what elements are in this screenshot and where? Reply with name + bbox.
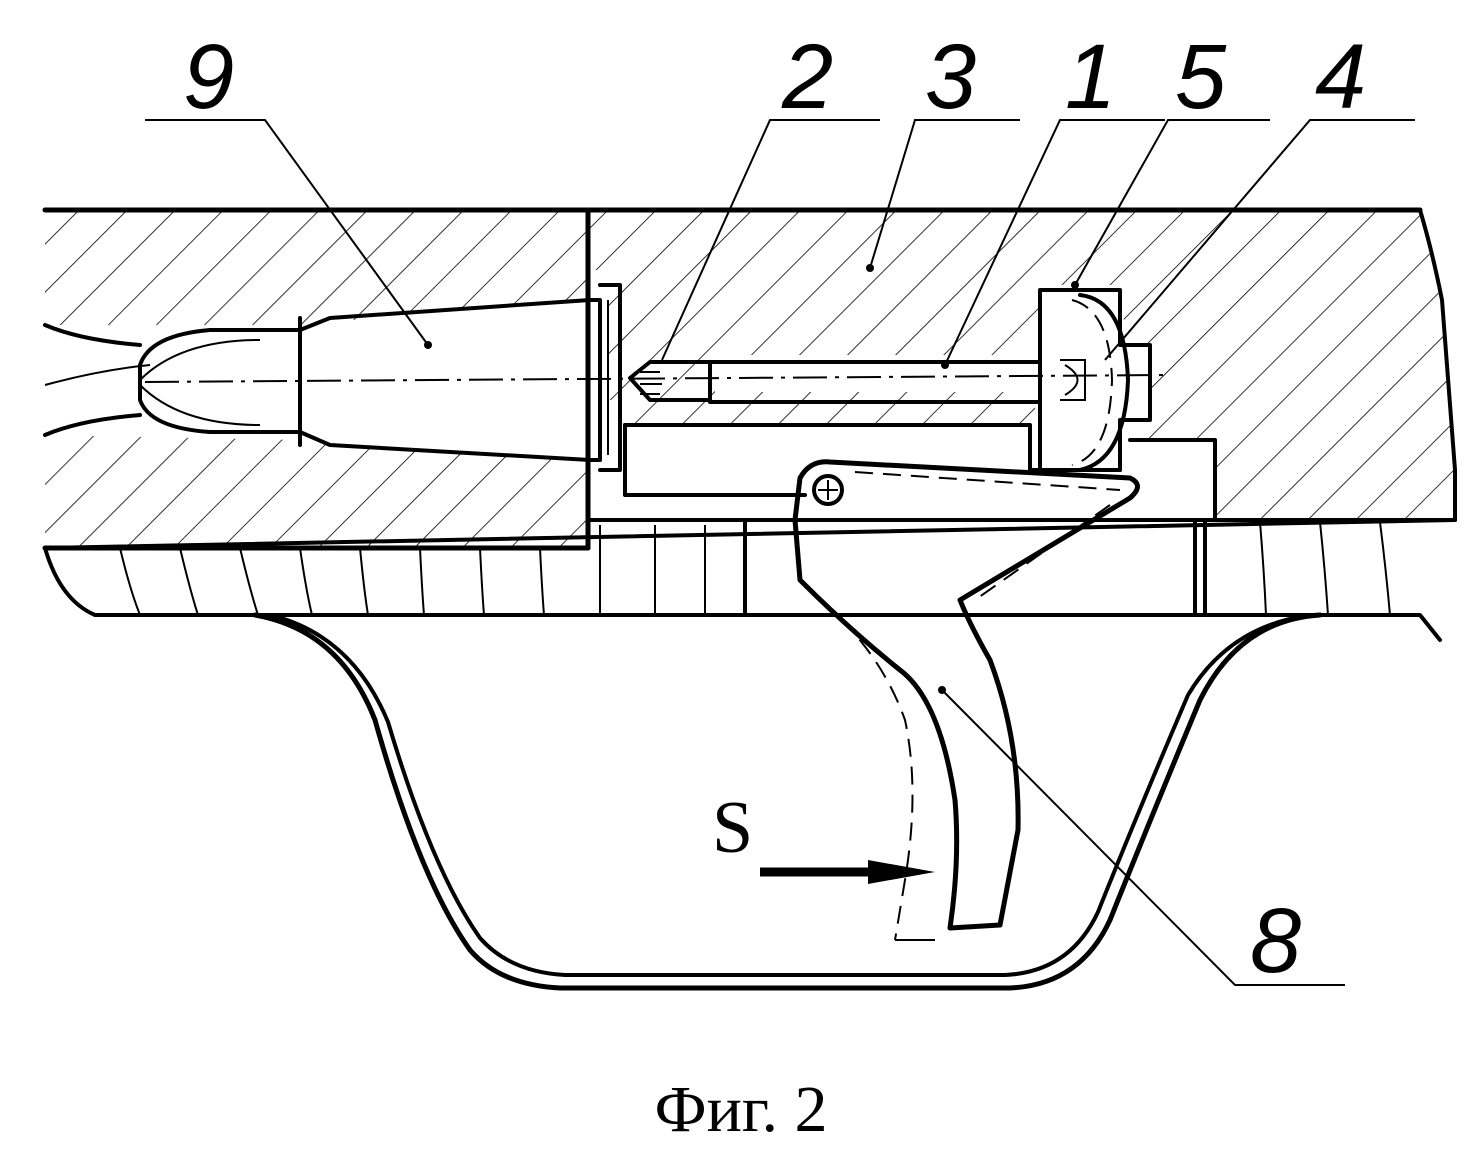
- sear-channel: [623, 423, 1217, 522]
- label-part-2: 2: [781, 26, 833, 128]
- direction-arrow-s: S: [712, 787, 935, 884]
- reference-numerals: 9 2 3 1 5 4 8: [183, 26, 1366, 992]
- label-part-9: 9: [183, 26, 234, 128]
- cartridge-part-9: [138, 283, 622, 472]
- figure-caption: Фиг. 2: [654, 1073, 828, 1146]
- label-part-1: 1: [1065, 26, 1116, 128]
- receiver-bottom-line: [43, 518, 1457, 550]
- label-part-3: 3: [925, 26, 976, 128]
- label-part-5: 5: [1175, 26, 1227, 128]
- receiver-section-part-3: [585, 207, 1457, 551]
- direction-label-s: S: [712, 787, 753, 869]
- label-part-8: 8: [1250, 890, 1301, 992]
- label-part-4: 4: [1315, 26, 1366, 128]
- bore-centerline: [144, 374, 1171, 383]
- lower-ribs: [119, 520, 1391, 617]
- trigger-guard: [252, 612, 1323, 991]
- leader-lines: [145, 119, 1415, 986]
- barrel-section: [42, 207, 591, 551]
- trigger-part-8: [792, 459, 1140, 941]
- spring-element-part-4: [1060, 293, 1130, 472]
